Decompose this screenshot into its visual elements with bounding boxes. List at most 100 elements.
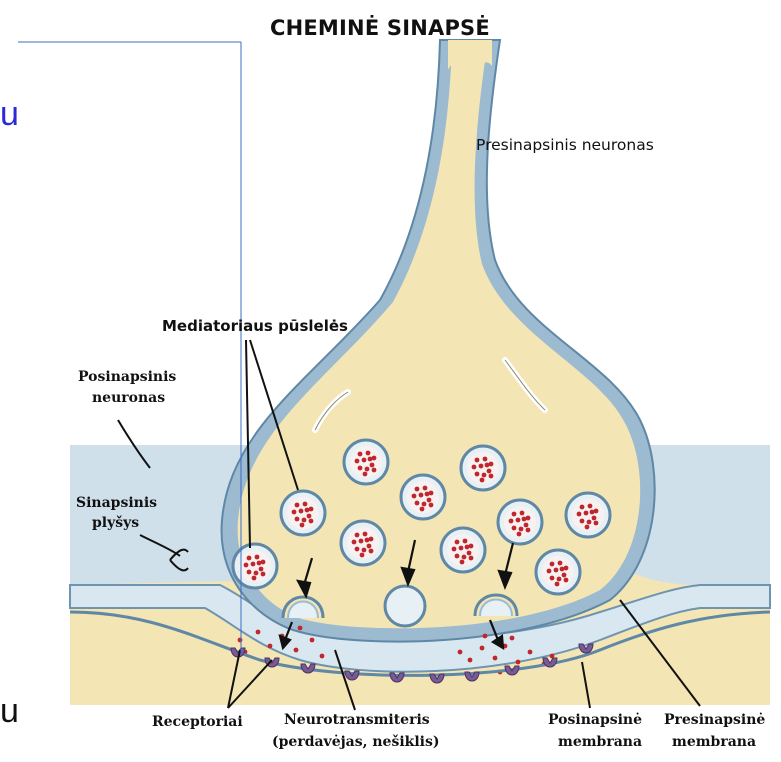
vesicle-transmitter-dot	[368, 457, 373, 462]
vesicle-transmitter-dot	[423, 486, 428, 491]
vesicle-transmitter-dot	[372, 468, 377, 473]
vesicle-transmitter-dot	[295, 517, 300, 522]
released-neurotransmitter-dot	[238, 638, 243, 643]
vesicle-transmitter-dot	[365, 467, 370, 472]
vesicle-transmitter-dot	[594, 521, 599, 526]
vesicle-transmitter-dot	[422, 502, 427, 507]
released-neurotransmitter-dot	[458, 650, 463, 655]
vesicle-transmitter-dot	[557, 577, 562, 582]
vesicle-transmitter-dot	[554, 568, 559, 573]
vesicle-transmitter-dot	[355, 533, 360, 538]
vesicle-transmitter-dot	[419, 493, 424, 498]
vesicle-transmitter-dot	[475, 458, 480, 463]
label-post-membrane-line1: Posinapsinė	[548, 712, 642, 728]
vesicle-transmitter-dot	[425, 492, 430, 497]
vesicle-transmitter-dot	[594, 509, 599, 514]
vesicle-transmitter-dot	[252, 576, 257, 581]
label-pre-membrane-line2: membrana	[672, 734, 756, 750]
vesicle-transmitter-dot	[517, 532, 522, 537]
vesicle-transmitter-dot	[587, 520, 592, 525]
overlay-text-fragment-top: u	[0, 95, 19, 134]
vesicle-transmitter-dot	[519, 527, 524, 532]
vesicle-transmitter-dot	[369, 537, 374, 542]
vesicle-transmitter-dot	[300, 523, 305, 528]
label-synaptic-cleft-line2: plyšys	[92, 515, 139, 531]
released-neurotransmitter-dot	[516, 660, 521, 665]
vesicle-transmitter-dot	[363, 532, 368, 537]
vesicle-transmitter-dot	[522, 517, 527, 522]
label-neurotransmitter-line1: Neurotransmiteris	[284, 712, 430, 728]
vesicle-transmitter-dot	[512, 526, 517, 531]
label-vesicles: Mediatoriaus pūslelės	[162, 317, 348, 335]
vesicle-transmitter-dot	[255, 555, 260, 560]
vesicle-transmitter-dot	[247, 556, 252, 561]
vesicle-transmitter-dot	[577, 512, 582, 517]
vesicle-transmitter-dot	[257, 561, 262, 566]
vesicle-transmitter-dot	[485, 463, 490, 468]
vesicle-transmitter-dot	[360, 553, 365, 558]
vesicle-transmitter-dot	[580, 505, 585, 510]
released-neurotransmitter-dot	[510, 636, 515, 641]
vesicle-transmitter-dot	[299, 509, 304, 514]
vesicle-transmitter-dot	[429, 491, 434, 496]
vesicle-transmitter-dot	[564, 566, 569, 571]
vesicle-transmitter-dot	[358, 466, 363, 471]
label-pre-membrane-line1: Presinapsinė	[664, 712, 765, 728]
vesicle-transmitter-dot	[459, 546, 464, 551]
released-neurotransmitter-dot	[298, 626, 303, 631]
vesicle-transmitter-dot	[362, 458, 367, 463]
vesicle-transmitter-dot	[455, 540, 460, 545]
vesicle-transmitter-dot	[480, 478, 485, 483]
released-neurotransmitter-dot	[528, 650, 533, 655]
vesicle-transmitter-dot	[469, 556, 474, 561]
vesicle-transmitter-dot	[365, 538, 370, 543]
vesicle-transmitter-dot	[472, 465, 477, 470]
vesicle-transmitter-dot	[558, 561, 563, 566]
released-neurotransmitter-dot	[310, 638, 315, 643]
vesicle-transmitter-dot	[550, 562, 555, 567]
vesicle-transmitter-dot	[489, 474, 494, 479]
vesicle-transmitter-dot	[358, 452, 363, 457]
vesicle-transmitter-dot	[429, 503, 434, 508]
vesicle-transmitter-dot	[592, 516, 597, 521]
vesicle-transmitter-dot	[469, 544, 474, 549]
vesicle-transmitter-dot	[366, 451, 371, 456]
vesicle-transmitter-dot	[463, 539, 468, 544]
vesicle-transmitter-dot	[482, 473, 487, 478]
vesicle-transmitter-dot	[585, 525, 590, 530]
vesicle-transmitter-dot	[588, 504, 593, 509]
vesicle-transmitter-dot	[516, 518, 521, 523]
vesicle-transmitter-dot	[363, 472, 368, 477]
vesicle-transmitter-dot	[564, 578, 569, 583]
vesicle-transmitter-dot	[254, 571, 259, 576]
vesicle-transmitter-dot	[520, 511, 525, 516]
vesicle-transmitter-dot	[452, 547, 457, 552]
vesicle-transmitter-dot	[512, 512, 517, 517]
diagram-title: CHEMINĖ SINAPSĖ	[270, 16, 490, 40]
vesicle-transmitter-dot	[412, 494, 417, 499]
released-neurotransmitter-dot	[320, 654, 325, 659]
vesicle-transmitter-dot	[292, 510, 297, 515]
vesicle-transmitter-dot	[455, 554, 460, 559]
vesicle-transmitter-dot	[352, 540, 357, 545]
released-neurotransmitter-dot	[268, 644, 273, 649]
vesicle-transmitter-dot	[489, 462, 494, 467]
vesicle-transmitter-dot	[370, 463, 375, 468]
vesicle-transmitter-dot	[584, 511, 589, 516]
vesicle-transmitter-dot	[369, 549, 374, 554]
vesicle-transmitter-dot	[259, 567, 264, 572]
vesicle-transmitter-dot	[415, 487, 420, 492]
vesicle-transmitter-dot	[307, 514, 312, 519]
vesicle-transmitter-dot	[509, 519, 514, 524]
vesicle-transmitter-dot	[462, 555, 467, 560]
released-neurotransmitter-dot	[480, 646, 485, 651]
vesicle-transmitter-dot	[465, 545, 470, 550]
vesicle-transmitter-dot	[305, 508, 310, 513]
vesicle-transmitter-dot	[479, 464, 484, 469]
vesicle-transmitter-dot	[483, 457, 488, 462]
vesicle-transmitter-dot	[467, 551, 472, 556]
vesicle-transmitter-dot	[372, 456, 377, 461]
vesicle-transmitter-dot	[367, 544, 372, 549]
vesicle-transmitter-dot	[427, 498, 432, 503]
vesicle-transmitter-dot	[547, 569, 552, 574]
